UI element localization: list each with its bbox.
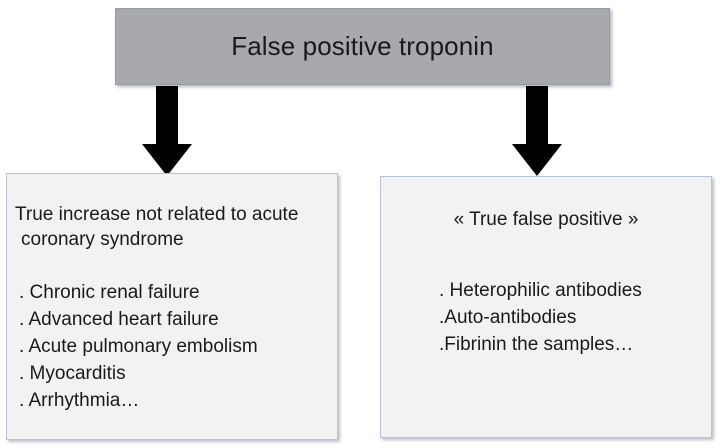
arrow-down-icon-right: [509, 86, 565, 178]
branch-left-heading-line1: True increase not related to acute: [15, 204, 299, 225]
branch-left-heading: True increase not related to acute coron…: [15, 202, 335, 252]
branch-left-list: . Chronic renal failure . Advanced heart…: [19, 279, 258, 414]
list-item: . Advanced heart failure: [19, 309, 219, 330]
list-item: . Heterophilic antibodies: [439, 280, 642, 301]
list-item: . Acute pulmonary embolism: [19, 336, 258, 357]
branch-node-true-false-positive: « True false positive » . Heterophilic a…: [380, 176, 712, 438]
branch-right-heading: « True false positive »: [453, 209, 639, 230]
list-item: . Chronic renal failure: [19, 282, 200, 303]
root-node-label: False positive troponin: [231, 31, 494, 62]
list-item: .Auto-antibodies: [439, 307, 577, 328]
list-item: . Arrhythmia…: [19, 390, 140, 411]
root-node-false-positive-troponin: False positive troponin: [115, 8, 610, 85]
branch-left-heading-line2: coronary syndrome: [21, 229, 184, 250]
branch-node-true-increase: True increase not related to acute coron…: [6, 173, 338, 440]
arrow-down-icon-left: [139, 86, 195, 178]
branch-right-list: . Heterophilic antibodies .Auto-antibodi…: [439, 277, 642, 358]
list-item: . Myocarditis: [19, 363, 126, 384]
list-item: .Fibrinin the samples…: [439, 334, 634, 355]
